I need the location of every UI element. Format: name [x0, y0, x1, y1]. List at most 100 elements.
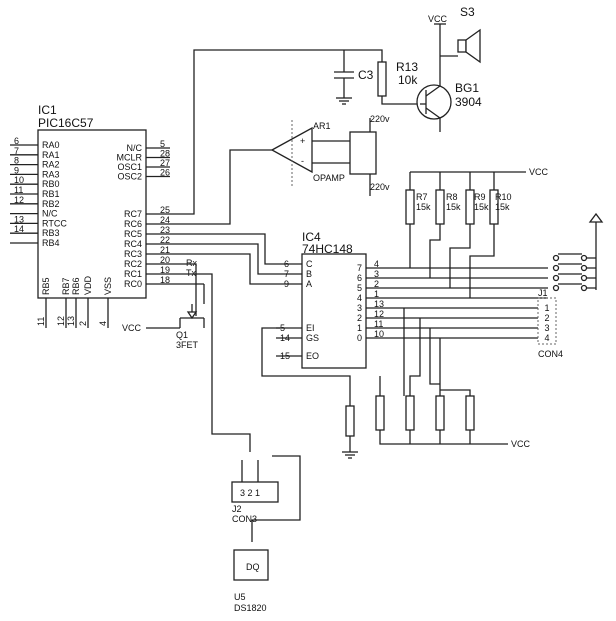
ic4-right-pin-name: 4 [357, 293, 362, 303]
ic1-bottom-pin-name: RB7 [61, 277, 71, 295]
ic1-left-pin-num: 10 [14, 175, 24, 185]
wire-rc4-b [170, 243, 280, 275]
j2-body [231, 481, 279, 503]
ic4-left-lower-pin-name: EI [306, 323, 315, 333]
ar1-ref: AR1 [313, 121, 331, 131]
opamp-plus: + [300, 136, 305, 146]
ar1-supply-block [349, 131, 377, 175]
r9-ref: R9 [474, 192, 486, 202]
ic1-right-bottom-pin-name: RC7 [124, 209, 142, 219]
j2-connector: 3 2 1 J2 CON3 [231, 455, 301, 542]
speaker-coil [457, 39, 467, 53]
ic1-right-bottom-pin-num: 20 [160, 255, 170, 265]
j1-body [537, 297, 557, 345]
ic1-left-pin-name: RB2 [42, 199, 60, 209]
ic1-right-bottom-pin-name: RC2 [124, 259, 142, 269]
wire-rc1 [170, 273, 251, 452]
ic1-left-pin-num: 6 [14, 136, 19, 146]
ic1-left-pin-name: RTCC [42, 218, 67, 228]
switch-row-1 [552, 253, 588, 262]
switch-row-3 [552, 273, 588, 282]
ic1-right-top-pin-num: 28 [160, 149, 170, 159]
ic1-bottom-pin-num: 4 [98, 321, 108, 326]
ic1-bottom-pin-name: RB6 [71, 277, 81, 295]
ic4-left-lower-pin-num: 5 [280, 323, 285, 333]
ic1-left-pin-num: 9 [14, 165, 19, 175]
ic4-right-pin-num: 11 [374, 319, 383, 329]
ic4-right-pin-num: 3 [374, 269, 379, 279]
wire-rc3-a [170, 253, 280, 285]
r13-ref: R13 [396, 60, 418, 74]
j1-pin-num: 3 [544, 323, 549, 333]
ic1-right-bottom-pin-num: 25 [160, 205, 170, 215]
j1-pin-num: 1 [544, 303, 549, 313]
ic1-right-top-pin-num: 27 [160, 158, 170, 168]
j1-part: CON4 [538, 349, 563, 359]
ic4-left-pin-name: B [306, 269, 312, 279]
c3-capacitor: C3 [334, 68, 374, 105]
ic1-left-pin-name: RB3 [42, 228, 60, 238]
ic4-right-pin-num: 13 [374, 299, 384, 309]
speaker-cone [465, 28, 481, 64]
j1-pin-num: 4 [544, 333, 549, 343]
ic4-left-lower-pin-name: EO [306, 351, 319, 361]
ic4-right-pin-num: 12 [374, 309, 384, 319]
ic1-left-pin-num: 12 [14, 195, 24, 205]
u5-pin-text: DQ [246, 562, 260, 572]
ic1-left-pin-name: RA0 [42, 140, 60, 150]
ic1-right-top-pin-name: MCLR [116, 153, 142, 163]
ic1-left-pin-name: RB4 [42, 238, 60, 248]
v-top: 220v [370, 114, 390, 124]
vcc-label-bottom: VCC [511, 439, 531, 449]
ic1-right-bottom-pin-name: RC1 [124, 269, 142, 279]
opamp-minus: - [301, 156, 304, 166]
u5-ref: U5 [234, 592, 246, 602]
vcc-label-q1: VCC [122, 323, 142, 333]
ic1-left-pin-name: N/C [42, 209, 58, 219]
ic1-right-bottom-pin-num: 18 [160, 275, 170, 285]
wire-rc6 [170, 149, 272, 225]
ic1-right-bottom-pin-name: RC6 [124, 219, 142, 229]
ic1-ref: IC1 [38, 103, 57, 117]
ic4-right-pin-num: 4 [374, 259, 379, 269]
ic1-right-bottom-pin-num: 21 [160, 245, 170, 255]
ar1-opamp: + - AR1 OPAMP 220v 220v [270, 114, 390, 196]
switch-row-4 [552, 283, 588, 292]
ic4-left-pin-name: A [306, 279, 312, 289]
s3-speaker: VCC S3 [428, 5, 481, 64]
ic1-left-pin-name: RA3 [42, 169, 60, 179]
u5-part: DS1820 [234, 603, 267, 613]
ic4-part: 74HC148 [302, 242, 353, 256]
ic1-right-bottom-pin-num: 24 [160, 215, 170, 225]
ic1-left-pin-num: 8 [14, 156, 19, 166]
q1-part: 3FET [176, 340, 199, 350]
bus-wires [170, 49, 383, 452]
r10-ref: R10 [495, 192, 512, 202]
ic4-left-lower-pin-num: 14 [280, 333, 290, 343]
wire-rc2 [170, 263, 197, 316]
ic4-body [301, 253, 367, 369]
ic4-right-pin-name: 1 [357, 323, 362, 333]
r10-value: 15k [495, 202, 510, 212]
ic1-bottom-pin-num: 11 [36, 317, 46, 326]
j1-pin-num: 2 [544, 313, 549, 323]
ic1-left-pin-name: RB1 [42, 189, 60, 199]
j1-ref: J1 [538, 288, 548, 298]
ic1-left-pin-name: RB0 [42, 179, 60, 189]
r13-body [377, 61, 387, 97]
ic1-bottom-pin-num: 13 [66, 316, 76, 326]
ic4-right-pin-num: 1 [374, 289, 379, 299]
ic4-right-pin-name: 6 [357, 273, 362, 283]
ic1-right-top-pin-name: N/C [127, 143, 143, 153]
ic4-ref: IC4 [302, 230, 321, 244]
ic1-left-pin-num: 13 [14, 214, 24, 224]
